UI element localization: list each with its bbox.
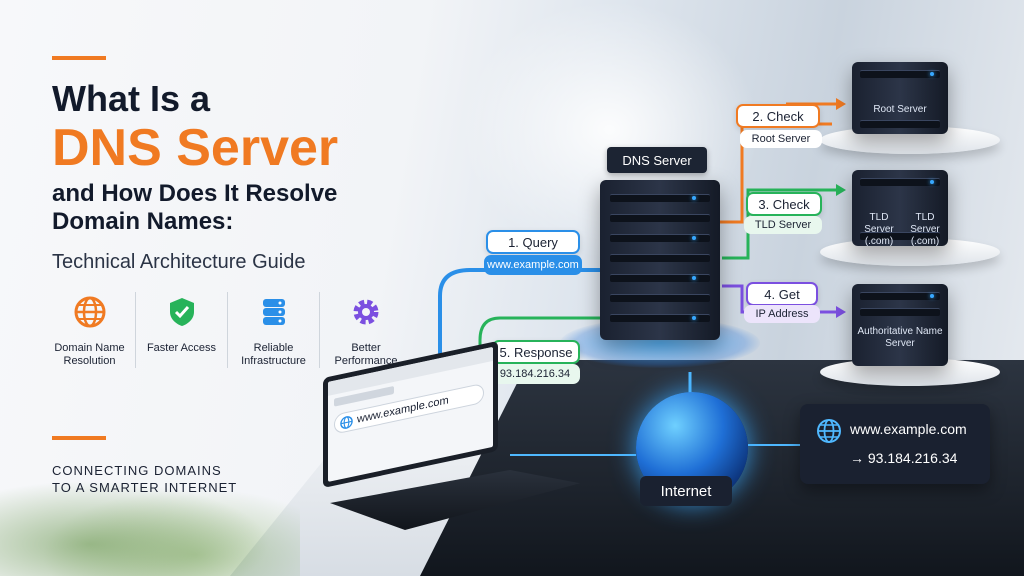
tld-server-label-2: TLD Server (.com) xyxy=(910,212,940,247)
step-1-title: 1. Query xyxy=(486,230,580,254)
feature-label: Better Performance xyxy=(334,342,398,367)
globe-icon xyxy=(340,415,353,434)
tld-server-label: TLD Server (.com) xyxy=(864,212,894,247)
subtitle: Technical Architecture Guide xyxy=(52,251,306,273)
laptop-screen: www.example.com xyxy=(323,340,498,488)
title-line-3: and How Does It Resolve Domain Names: xyxy=(52,180,338,235)
feature-list: Domain Name Resolution Faster Access Rel… xyxy=(44,292,412,368)
internet-label: Internet xyxy=(640,476,732,506)
step-1-detail: www.example.com xyxy=(484,255,582,275)
tagline: CONNECTING DOMAINS TO A SMARTER INTERNET xyxy=(52,462,237,496)
step-5-detail: 93.184.216.34 xyxy=(490,364,580,384)
title-line-1: What Is a xyxy=(52,78,211,119)
step-2-title: 2. Check xyxy=(736,104,820,128)
response-line xyxy=(478,316,600,388)
feature-item: Reliable Infrastructure xyxy=(228,292,320,368)
browser-url-bar[interactable]: www.example.com xyxy=(334,382,484,435)
query-line xyxy=(438,268,600,378)
globe-icon xyxy=(816,418,842,449)
tld-server-rack xyxy=(852,170,948,246)
root-server-rack xyxy=(852,62,948,134)
tld-arrow xyxy=(836,184,846,196)
result-ip: → 93.184.216.34 xyxy=(850,450,958,466)
result-card: www.example.com → 93.184.216.34 xyxy=(800,404,990,484)
feature-label: Domain Name Resolution xyxy=(54,342,125,367)
title-line-2: DNS Server xyxy=(52,119,339,177)
browser-url-text: www.example.com xyxy=(357,394,449,426)
step-4-title: 4. Get xyxy=(746,282,818,306)
dns-server-rack xyxy=(600,180,720,340)
feature-label: Faster Access xyxy=(146,342,217,354)
step-3-title: 3. Check xyxy=(746,192,822,216)
feature-item: Better Performance xyxy=(320,292,412,368)
browser-window: www.example.com xyxy=(328,346,493,482)
root-server-label: Root Server xyxy=(873,104,927,115)
step-3-detail: TLD Server xyxy=(744,216,822,234)
plant-decoration xyxy=(0,470,300,576)
auth-arrow xyxy=(836,306,846,318)
bottom-accent-line xyxy=(52,436,106,440)
tagline-line-1: CONNECTING DOMAINS xyxy=(52,463,222,478)
root-arrow xyxy=(836,98,846,110)
auth-server-rack xyxy=(852,284,948,366)
database-icon xyxy=(254,292,294,332)
step-2-detail: Root Server xyxy=(740,130,822,148)
step-5-title: 5. Response xyxy=(492,340,580,364)
globe-icon xyxy=(70,292,110,332)
dns-server-label: DNS Server xyxy=(607,147,707,173)
shield-icon xyxy=(162,292,202,332)
feature-item: Faster Access xyxy=(136,292,228,368)
feature-label: Reliable Infrastructure xyxy=(241,342,306,367)
step-4-detail: IP Address xyxy=(744,305,820,323)
gear-icon xyxy=(346,292,386,332)
auth-server-label: Authoritative Name Server xyxy=(857,326,943,349)
tagline-line-2: TO A SMARTER INTERNET xyxy=(52,480,238,495)
feature-item: Domain Name Resolution xyxy=(44,292,136,368)
result-domain: www.example.com xyxy=(850,421,967,437)
top-accent-line xyxy=(52,56,106,60)
